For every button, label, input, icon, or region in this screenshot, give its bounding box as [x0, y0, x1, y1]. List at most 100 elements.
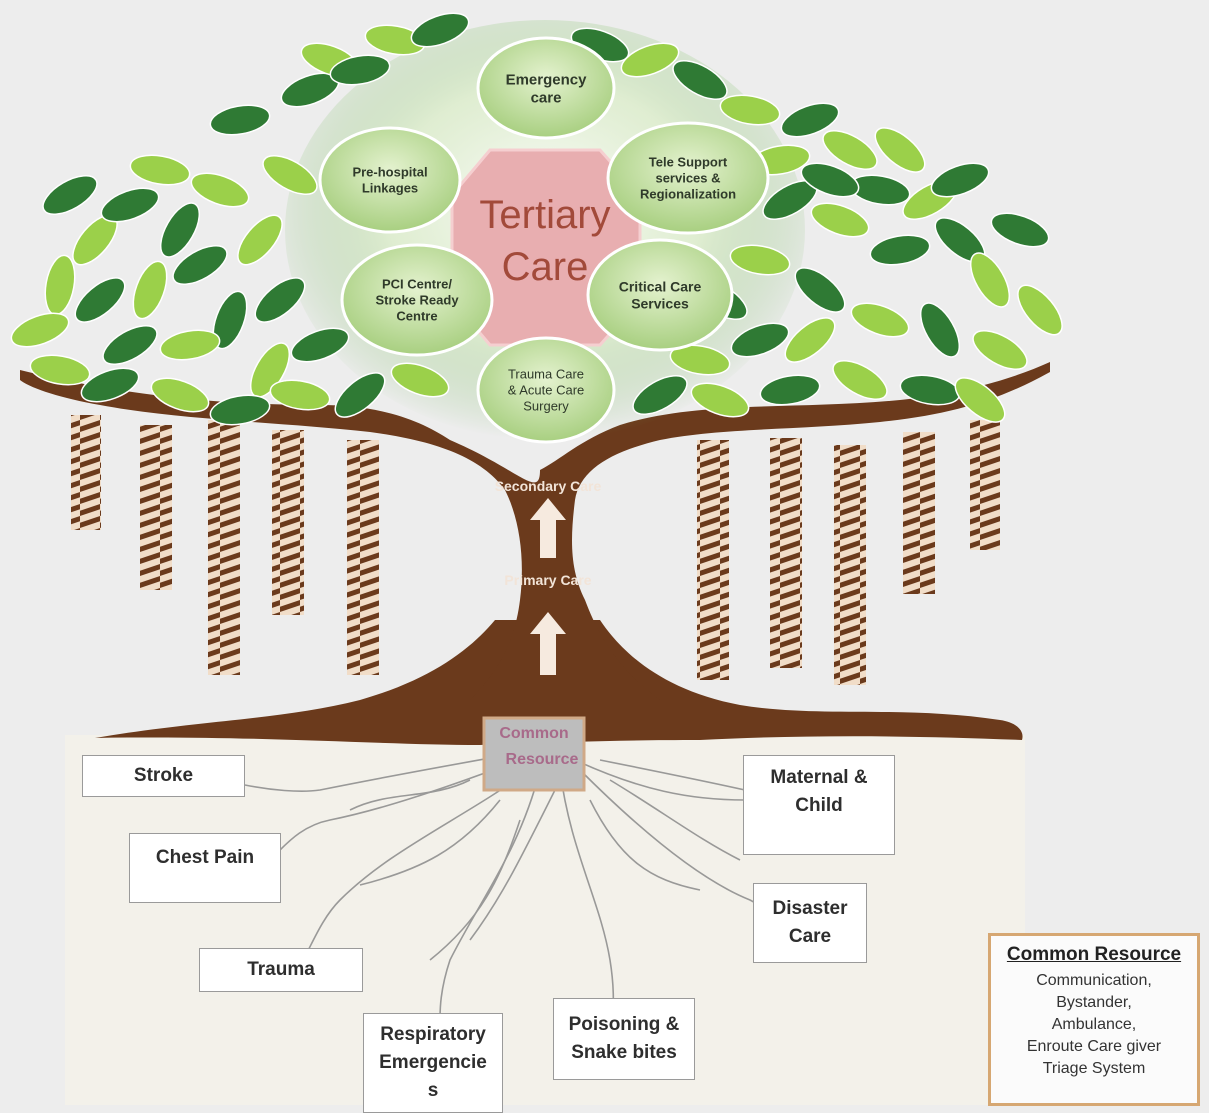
service-label-emergency: care — [531, 89, 562, 106]
tree-trunk — [20, 362, 1050, 700]
root-label-poisoning-2: Snake bites — [571, 1042, 677, 1063]
root-label-poisoning-1: Poisoning & — [568, 1014, 680, 1035]
legend-item: Ambulance, — [1051, 1016, 1137, 1033]
service-label-pci: PCI Centre/ — [382, 277, 452, 292]
leaf-shape — [190, 172, 250, 208]
service-oval-emergency — [476, 36, 616, 140]
leaf-shape — [810, 202, 870, 238]
leaf-shape — [254, 277, 306, 323]
root-box-trauma: Trauma — [199, 948, 363, 992]
leaf-shape — [209, 394, 271, 426]
root-label-respiratory-1: Respiratory — [380, 1024, 486, 1045]
leaf-shape — [730, 322, 790, 358]
service-label-tele: services & — [655, 171, 720, 186]
leaf-shape — [209, 104, 271, 136]
legend-item: Bystander, — [1056, 994, 1132, 1011]
leaf-shape — [930, 162, 990, 198]
leaf-shape — [832, 359, 888, 401]
service-label-pci: Centre — [396, 309, 437, 324]
leaf-shape — [822, 129, 878, 171]
leaf-shape — [29, 354, 91, 386]
tree-leaves — [10, 12, 1063, 426]
leaf-shape — [212, 290, 248, 350]
root-box-chest-pain: Chest Pain — [129, 833, 281, 903]
leaf-shape — [690, 382, 750, 418]
service-label-trauma-surgery: & Acute Care — [508, 383, 585, 398]
leaf-shape — [672, 59, 728, 101]
leaf-shape — [237, 214, 283, 266]
common-resource-box — [482, 716, 586, 792]
service-label-emergency: Emergency — [506, 71, 588, 88]
service-oval-pci — [340, 243, 494, 357]
leaf-shape — [10, 312, 70, 348]
legend-title: Common Resource — [1006, 944, 1182, 965]
leaf-shape — [780, 102, 840, 138]
root-box-stroke: Stroke — [82, 755, 245, 797]
leaf-shape — [129, 154, 191, 186]
service-oval-trauma-surgery — [476, 336, 616, 444]
root-box-maternal: Maternal & Child — [743, 755, 895, 855]
primary-care-label: Primary Care — [504, 572, 592, 588]
root-label-respiratory-2: Emergencie — [379, 1052, 487, 1073]
leaf-shape — [850, 302, 910, 338]
leaf-shape — [150, 377, 210, 413]
root-label-maternal-2: Child — [795, 795, 843, 816]
root-label-chest-pain: Chest Pain — [155, 847, 255, 868]
leaf-shape — [269, 379, 331, 411]
leaf-shape — [334, 372, 386, 418]
leaf-shape — [669, 344, 731, 376]
service-label-trauma-surgery: Surgery — [523, 399, 569, 414]
leaf-shape — [290, 327, 350, 363]
leaf-shape — [132, 260, 168, 320]
leaf-shape — [74, 277, 126, 323]
service-label-tele: Regionalization — [640, 187, 736, 202]
leaf-shape — [874, 127, 926, 173]
leaf-shape — [729, 244, 791, 276]
leaf-shape — [262, 154, 318, 196]
leaf-shape — [969, 252, 1011, 308]
leaf-shape — [990, 212, 1050, 248]
leaf-shape — [159, 329, 221, 361]
arrow-up-primary — [530, 612, 566, 675]
common-resource-line1: Common — [499, 725, 568, 742]
tertiary-care-line2: Care — [502, 245, 589, 289]
service-oval-critical — [586, 238, 734, 352]
leaf-shape — [102, 324, 158, 366]
root-box-poisoning: Poisoning & Snake bites — [553, 998, 695, 1080]
leaf-shape — [390, 362, 450, 398]
root-box-respiratory: Respiratory Emergencie s — [363, 1013, 503, 1113]
leaf-shape — [410, 12, 470, 48]
service-label-prehospital: Linkages — [362, 181, 418, 196]
leaf-shape — [44, 254, 76, 316]
service-label-tele: Tele Support — [649, 155, 728, 170]
arrow-up-secondary — [530, 498, 566, 558]
leaf-shape — [42, 174, 98, 216]
legend-item: Enroute Care giver — [1026, 1038, 1162, 1055]
service-label-critical: Services — [631, 295, 689, 311]
leaf-shape — [719, 94, 781, 126]
service-label-prehospital: Pre-hospital — [352, 165, 427, 180]
common-resource-line2: Resource — [506, 751, 579, 768]
leaf-shape — [800, 162, 860, 198]
aerial-roots — [71, 415, 1000, 685]
legend-item: Communication, — [1036, 972, 1152, 989]
tree-roots — [244, 749, 763, 1021]
service-label-trauma-surgery: Trauma Care — [508, 367, 584, 382]
leaf-shape — [784, 317, 836, 363]
leaf-shape — [794, 267, 846, 313]
leaf-shape — [1017, 284, 1063, 336]
service-oval-prehospital — [318, 126, 462, 234]
service-label-critical: Critical Care — [619, 278, 702, 294]
tertiary-care-line1: Tertiary — [479, 193, 610, 237]
leaf-shape — [869, 234, 931, 266]
root-label-disaster-2: Care — [788, 926, 832, 947]
root-label-stroke: Stroke — [133, 765, 194, 786]
root-label-respiratory-3: s — [427, 1080, 439, 1101]
leaf-shape — [954, 377, 1006, 423]
leaf-shape — [329, 54, 391, 86]
leaf-shape — [972, 329, 1028, 371]
service-label-pci: Stroke Ready — [375, 293, 459, 308]
leaf-shape — [172, 244, 228, 286]
leaf-shape — [80, 367, 140, 403]
